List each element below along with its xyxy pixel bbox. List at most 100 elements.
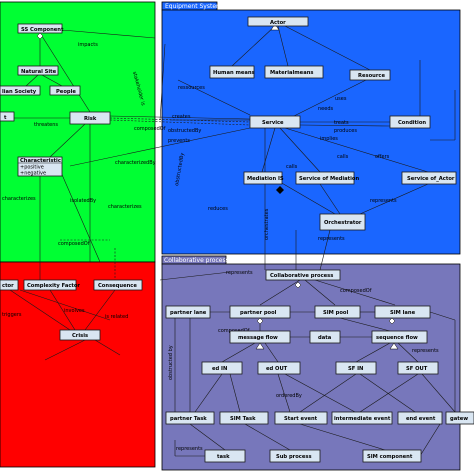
class-sim-component[interactable]: SIM component (362, 449, 422, 463)
edge (359, 183, 429, 215)
class-partner-pool[interactable]: partner pool (229, 305, 291, 319)
package-equipment-title: Equipment System (165, 3, 222, 10)
class-consequence[interactable]: Consequence (93, 279, 143, 291)
class-sim-lane[interactable]: SIM lane (374, 305, 431, 319)
package-risk[interactable] (0, 261, 156, 468)
class-service-of-mediation[interactable]: Service of Mediation (295, 171, 359, 185)
class-collaborative-process[interactable]: Collaborative process (265, 269, 341, 281)
class-start-event[interactable]: Start event (274, 411, 328, 425)
class-box (269, 449, 321, 463)
class-box (331, 411, 393, 425)
class-material-means[interactable]: Materialmeans (264, 65, 324, 79)
class-name: Characteristic (20, 158, 61, 164)
class-box (0, 111, 15, 122)
class-sequence-flow[interactable]: sequence flow (371, 330, 428, 344)
edge (319, 229, 331, 271)
edge (259, 279, 301, 306)
class-ed-in[interactable]: ed IN (201, 361, 243, 375)
edge (49, 123, 86, 158)
class-box (349, 69, 391, 81)
class-box (0, 279, 19, 291)
class-characteristic[interactable]: Characteristic +positive +negative (17, 156, 63, 177)
class-people[interactable]: People (49, 85, 81, 96)
class-condition[interactable]: Condition (389, 115, 431, 129)
class-data[interactable]: data (309, 330, 341, 344)
class-name: partner Task (170, 416, 207, 422)
class-name: data (318, 335, 332, 341)
edge (69, 127, 251, 167)
edge-label: produces (334, 128, 357, 134)
aggregation-diamond (256, 317, 264, 325)
class-risk[interactable]: Risk (69, 111, 111, 125)
edge (421, 373, 456, 413)
class-box (17, 23, 63, 34)
class-box (265, 269, 341, 281)
edge (261, 127, 276, 173)
class-mediation-is[interactable]: Mediation IS (243, 171, 284, 185)
class-box (204, 449, 246, 463)
edge (279, 181, 336, 215)
class-task[interactable]: task (204, 449, 246, 463)
edge-label: obstructed by (168, 345, 174, 380)
class-box (371, 330, 428, 344)
class-crisis[interactable]: Crisis (59, 329, 101, 341)
package-stakeholder[interactable] (0, 1, 156, 263)
edge (277, 373, 291, 413)
package-equipment[interactable]: Equipment System (161, 1, 461, 255)
class-service-of-actor[interactable]: Service of_Actor (401, 171, 457, 185)
class-name: Actor (270, 20, 286, 26)
class-box (69, 111, 111, 125)
edge (299, 373, 357, 413)
edge (244, 423, 291, 451)
edge-label: characterizes (108, 204, 142, 210)
class-name: partner lane (170, 310, 207, 316)
class-box (165, 305, 211, 319)
class-box (362, 449, 422, 463)
class-attr: +positive (20, 165, 44, 171)
class-factor[interactable]: ctor (0, 279, 19, 291)
class-box (219, 411, 269, 425)
class-sf-in[interactable]: SF IN (335, 361, 377, 375)
class-actor[interactable]: Actor (247, 16, 309, 27)
class-name: partner pool (240, 310, 277, 316)
class-box (93, 279, 143, 291)
class-intermediate-event[interactable]: intermediate event (331, 411, 393, 425)
edge (304, 279, 336, 306)
class-ss-component[interactable]: SS Component (17, 23, 64, 34)
class-sim-pool[interactable]: SIM pool (314, 305, 361, 319)
class-box (314, 305, 361, 319)
composition-diamond (276, 186, 284, 194)
class-sub-process[interactable]: Sub process (269, 449, 321, 463)
class-orchestrator[interactable]: Orchestrator (319, 213, 366, 231)
class-civilian-society[interactable]: lian Society (0, 85, 41, 96)
class-end-event[interactable]: end event (397, 411, 443, 425)
class-service[interactable]: Service (249, 115, 301, 129)
edge-label: involves (64, 308, 85, 314)
class-name: ctor (2, 283, 14, 289)
class-name: lian Society (2, 89, 37, 95)
class-message-flow[interactable]: message flow (229, 330, 291, 344)
class-name: Orchestrator (324, 220, 362, 226)
class-name: end event (406, 416, 436, 422)
edge (319, 183, 341, 215)
edge-label: characterizes (2, 196, 36, 202)
edge-label: calls (286, 164, 298, 170)
edge-label: prevents (168, 138, 190, 144)
class-left-item[interactable]: t (0, 111, 15, 122)
class-sf-out[interactable]: SF OUT (397, 361, 439, 375)
class-gateway[interactable]: gatew (445, 411, 474, 425)
class-partner-task[interactable]: partner Task (165, 411, 215, 425)
class-name: People (56, 89, 76, 95)
edge (19, 289, 111, 321)
class-partner-lane[interactable]: partner lane (165, 305, 211, 319)
class-resource[interactable]: Resource (349, 69, 391, 81)
class-box (264, 65, 324, 79)
class-natural-site[interactable]: Natural Site (17, 65, 59, 76)
class-ed-out[interactable]: ed OUT (257, 361, 301, 375)
edge-label: uses (335, 96, 347, 102)
edge-label: orchestrates (264, 208, 270, 240)
class-complexity-factor[interactable]: Complexity Factor (23, 279, 80, 291)
class-sim-task[interactable]: SIM Task (219, 411, 269, 425)
class-human-means[interactable]: Human means (209, 65, 255, 79)
